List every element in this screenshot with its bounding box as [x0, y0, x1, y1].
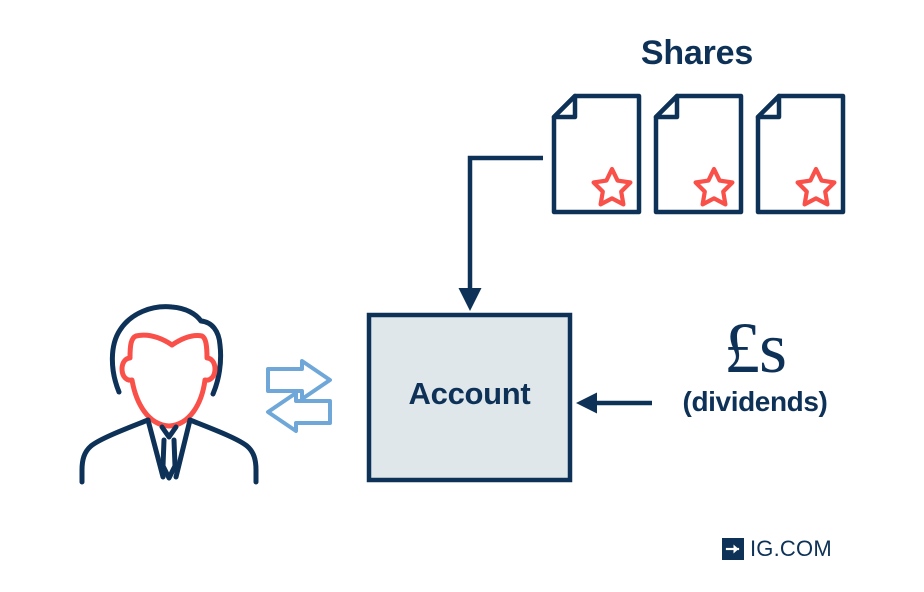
account-box-rect	[366, 312, 573, 483]
star-icon	[591, 166, 633, 207]
left-lapel-icon	[145, 417, 166, 480]
investor-avatar[interactable]	[79, 304, 259, 485]
dividends-caption-label: (dividends)	[682, 386, 828, 417]
account-box[interactable]	[366, 312, 573, 483]
arrowhead-down-icon	[458, 288, 482, 311]
right-lapel-icon	[173, 417, 193, 480]
hair-outline-icon	[109, 304, 224, 397]
investor-account-exchange-arrows	[266, 359, 332, 433]
share-certificate-1[interactable]	[551, 93, 642, 215]
shares-group	[551, 93, 846, 215]
left-shoulder-icon	[79, 417, 151, 485]
dividends-to-account-connector	[576, 392, 652, 414]
star-icon	[795, 166, 837, 207]
arrow-right-in-square-icon	[722, 538, 744, 560]
shares-to-account-connector	[458, 155, 543, 311]
tie-knot-icon	[159, 424, 179, 440]
block-arrow-left-icon	[266, 391, 332, 433]
block-arrow-right-icon	[266, 359, 332, 401]
brand-name: IG.COM	[750, 536, 832, 561]
arrowhead-left-icon	[576, 392, 597, 414]
tie-icon	[160, 437, 178, 481]
star-icon	[693, 166, 735, 207]
shares-title: Shares	[640, 34, 754, 72]
account-label: Account	[408, 376, 531, 411]
pounds-amount-label: £s	[723, 308, 787, 388]
brand-logo[interactable]: IG.COM	[722, 538, 832, 560]
share-certificate-2[interactable]	[653, 93, 744, 215]
document-fold-corner-icon	[653, 93, 680, 120]
connector-line	[467, 155, 543, 292]
face-outline-icon	[119, 332, 218, 429]
document-fold-corner-icon	[551, 93, 578, 120]
right-shoulder-icon	[187, 417, 259, 485]
document-fold-corner-icon	[755, 93, 782, 120]
share-certificate-3[interactable]	[755, 93, 846, 215]
